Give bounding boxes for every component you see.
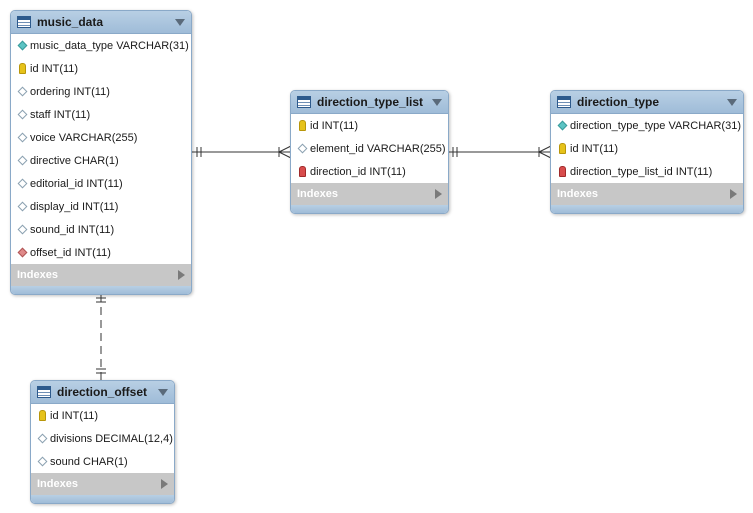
collapse-arrow-icon[interactable] [727,98,737,106]
table-icon [37,386,51,398]
column-diamond-icon [16,155,28,167]
column-label: id INT(11) [30,62,79,75]
expand-arrow-icon[interactable] [730,189,737,199]
table-direction-offset[interactable]: direction_offset id INT(11) divisions DE… [30,380,175,504]
column-label: divisions DECIMAL(12,4) [50,432,173,445]
table-footer [291,205,448,213]
indexes-label: Indexes [17,269,58,281]
relationship-direction-type-list-to-direction-type[interactable] [448,145,552,159]
table-header[interactable]: music_data [11,11,191,34]
table-title: direction_offset [57,385,148,399]
column-row[interactable]: direction_type_type VARCHAR(31) [551,114,743,137]
table-music-data[interactable]: music_data music_data_type VARCHAR(31) i… [10,10,192,295]
column-row[interactable]: ordering INT(11) [11,80,191,103]
column-diamond-icon [16,178,28,190]
column-label: voice VARCHAR(255) [30,131,138,144]
column-label: direction_id INT(11) [310,165,406,178]
column-row[interactable]: divisions DECIMAL(12,4) [31,427,174,450]
foreign-key-diamond-icon [16,247,28,259]
table-title: direction_type_list [317,95,424,109]
column-diamond-icon [16,224,28,236]
indexes-label: Indexes [37,478,78,490]
column-label: element_id VARCHAR(255) [310,142,446,155]
primary-key-icon [36,410,48,422]
column-row[interactable]: editorial_id INT(11) [11,172,191,195]
table-direction-type[interactable]: direction_type direction_type_type VARCH… [550,90,744,214]
relationship-music-data-to-direction-type-list[interactable] [191,145,292,159]
column-label: id INT(11) [310,119,359,132]
indexes-section[interactable]: Indexes [551,183,743,205]
table-footer [31,495,174,503]
column-label: direction_type_type VARCHAR(31) [570,119,741,132]
column-label: id INT(11) [50,409,99,422]
indexes-section[interactable]: Indexes [11,264,191,286]
column-diamond-icon [16,86,28,98]
column-label: editorial_id INT(11) [30,177,123,190]
expand-arrow-icon[interactable] [178,270,185,280]
foreign-key-icon [556,166,568,178]
column-diamond-icon [36,456,48,468]
column-label: direction_type_list_id INT(11) [570,165,713,178]
column-row[interactable]: id INT(11) [551,137,743,160]
table-header[interactable]: direction_type [551,91,743,114]
collapse-arrow-icon[interactable] [432,98,442,106]
primary-key-icon [556,143,568,155]
indexes-section[interactable]: Indexes [291,183,448,205]
table-icon [17,16,31,28]
table-direction-type-list[interactable]: direction_type_list id INT(11) element_i… [290,90,449,214]
column-row[interactable]: id INT(11) [31,404,174,427]
table-title: music_data [37,15,104,29]
unique-diamond-icon [16,40,28,52]
column-row[interactable]: directive CHAR(1) [11,149,191,172]
foreign-key-icon [296,166,308,178]
column-row[interactable]: id INT(11) [11,57,191,80]
column-row[interactable]: sound CHAR(1) [31,450,174,473]
column-row[interactable]: id INT(11) [291,114,448,137]
column-label: sound CHAR(1) [50,455,128,468]
table-icon [297,96,311,108]
column-label: directive CHAR(1) [30,154,119,167]
column-diamond-icon [296,143,308,155]
indexes-label: Indexes [557,188,598,200]
collapse-arrow-icon[interactable] [158,388,168,396]
indexes-label: Indexes [297,188,338,200]
expand-arrow-icon[interactable] [161,479,168,489]
column-row[interactable]: staff INT(11) [11,103,191,126]
column-row[interactable]: sound_id INT(11) [11,218,191,241]
column-row[interactable]: element_id VARCHAR(255) [291,137,448,160]
column-row[interactable]: voice VARCHAR(255) [11,126,191,149]
column-row[interactable]: offset_id INT(11) [11,241,191,264]
primary-key-icon [296,120,308,132]
indexes-section[interactable]: Indexes [31,473,174,495]
column-diamond-icon [16,201,28,213]
column-label: id INT(11) [570,142,619,155]
table-icon [557,96,571,108]
column-label: display_id INT(11) [30,200,119,213]
unique-diamond-icon [556,120,568,132]
column-row[interactable]: display_id INT(11) [11,195,191,218]
primary-key-icon [16,63,28,75]
table-title: direction_type [577,95,660,109]
column-diamond-icon [36,433,48,445]
column-label: offset_id INT(11) [30,246,111,259]
column-row[interactable]: direction_type_list_id INT(11) [551,160,743,183]
table-header[interactable]: direction_type_list [291,91,448,114]
column-row[interactable]: direction_id INT(11) [291,160,448,183]
collapse-arrow-icon[interactable] [175,18,185,26]
expand-arrow-icon[interactable] [435,189,442,199]
table-header[interactable]: direction_offset [31,381,174,404]
relationship-music-data-to-direction-offset[interactable] [96,294,106,380]
column-label: ordering INT(11) [30,85,110,98]
column-label: sound_id INT(11) [30,223,115,236]
table-footer [551,205,743,213]
table-footer [11,286,191,294]
column-label: staff INT(11) [30,108,91,121]
column-diamond-icon [16,132,28,144]
column-diamond-icon [16,109,28,121]
column-row[interactable]: music_data_type VARCHAR(31) [11,34,191,57]
column-label: music_data_type VARCHAR(31) [30,39,189,52]
